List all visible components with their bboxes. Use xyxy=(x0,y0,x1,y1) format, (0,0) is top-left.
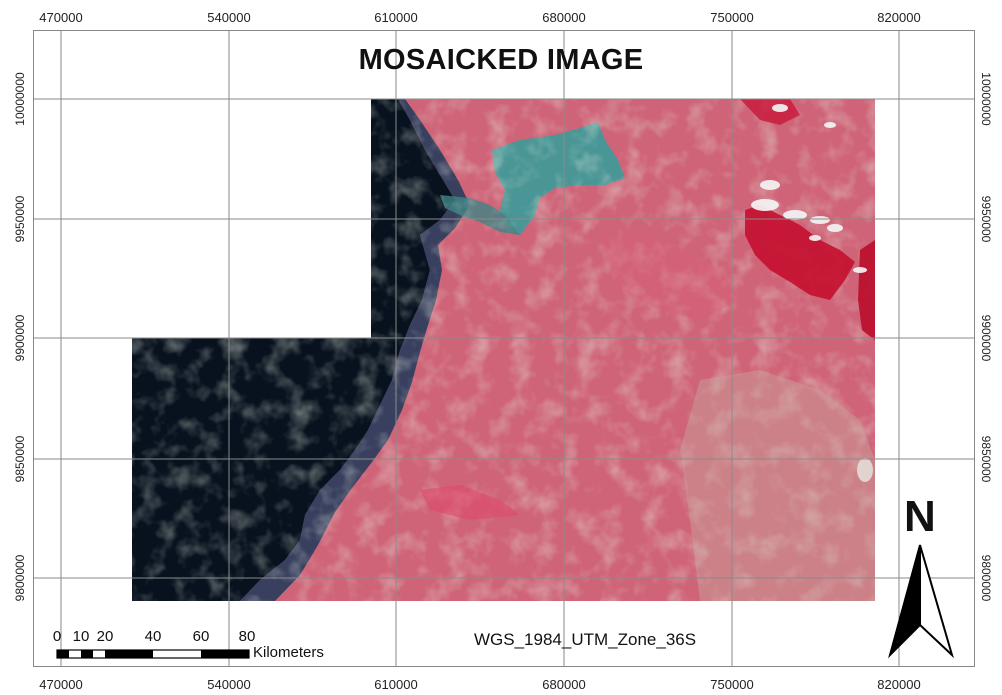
x-tick-top: 470000 xyxy=(39,10,83,25)
y-tick-left: 9950000 xyxy=(13,195,27,243)
scale-bar-unit: Kilometers xyxy=(253,644,324,661)
map-title: MOSAICKED IMAGE xyxy=(358,44,644,76)
y-tick-right: 9900000 xyxy=(979,314,993,362)
y-tick-left: 10000000 xyxy=(13,72,27,126)
dry-grassland xyxy=(680,370,875,601)
scale-bar-label: 20 xyxy=(96,628,114,645)
scale-bar-label: 0 xyxy=(52,628,62,645)
y-tick-right: 10000000 xyxy=(979,72,993,126)
x-tick-bottom: 540000 xyxy=(207,677,251,692)
x-tick-bottom: 680000 xyxy=(542,677,586,692)
x-tick-bottom: 750000 xyxy=(710,677,754,692)
vegetation-east xyxy=(858,240,875,340)
y-tick-left: 9800000 xyxy=(13,554,27,602)
x-tick-top: 540000 xyxy=(207,10,251,25)
wetland-patch xyxy=(420,485,520,520)
projection-label: WGS_1984_UTM_Zone_36S xyxy=(474,630,697,649)
north-label: N xyxy=(904,492,936,541)
y-tick-left: 9850000 xyxy=(13,435,27,483)
y-tick-left: 9900000 xyxy=(13,314,27,362)
north-arrow-icon xyxy=(888,544,954,659)
y-tick-right: 9950000 xyxy=(979,195,993,243)
scale-bar-label: 60 xyxy=(192,628,210,645)
x-tick-bottom: 610000 xyxy=(374,677,418,692)
scale-bar-label: 10 xyxy=(72,628,90,645)
y-tick-right: 9800000 xyxy=(979,554,993,602)
farmland-patch xyxy=(600,230,740,320)
scale-bar-label: 40 xyxy=(144,628,162,645)
map-frame xyxy=(33,30,975,667)
x-tick-top: 820000 xyxy=(877,10,921,25)
graticule xyxy=(33,30,975,667)
x-tick-top: 750000 xyxy=(710,10,754,25)
y-tick-right: 9850000 xyxy=(979,435,993,483)
x-tick-top: 610000 xyxy=(374,10,418,25)
satellite-image xyxy=(132,99,875,601)
scale-bar xyxy=(56,649,250,659)
x-tick-top: 680000 xyxy=(542,10,586,25)
clouds xyxy=(751,104,873,482)
x-tick-bottom: 820000 xyxy=(877,677,921,692)
scale-bar-label: 80 xyxy=(238,628,256,645)
dense-vegetation xyxy=(745,205,855,300)
x-tick-bottom: 470000 xyxy=(39,677,83,692)
